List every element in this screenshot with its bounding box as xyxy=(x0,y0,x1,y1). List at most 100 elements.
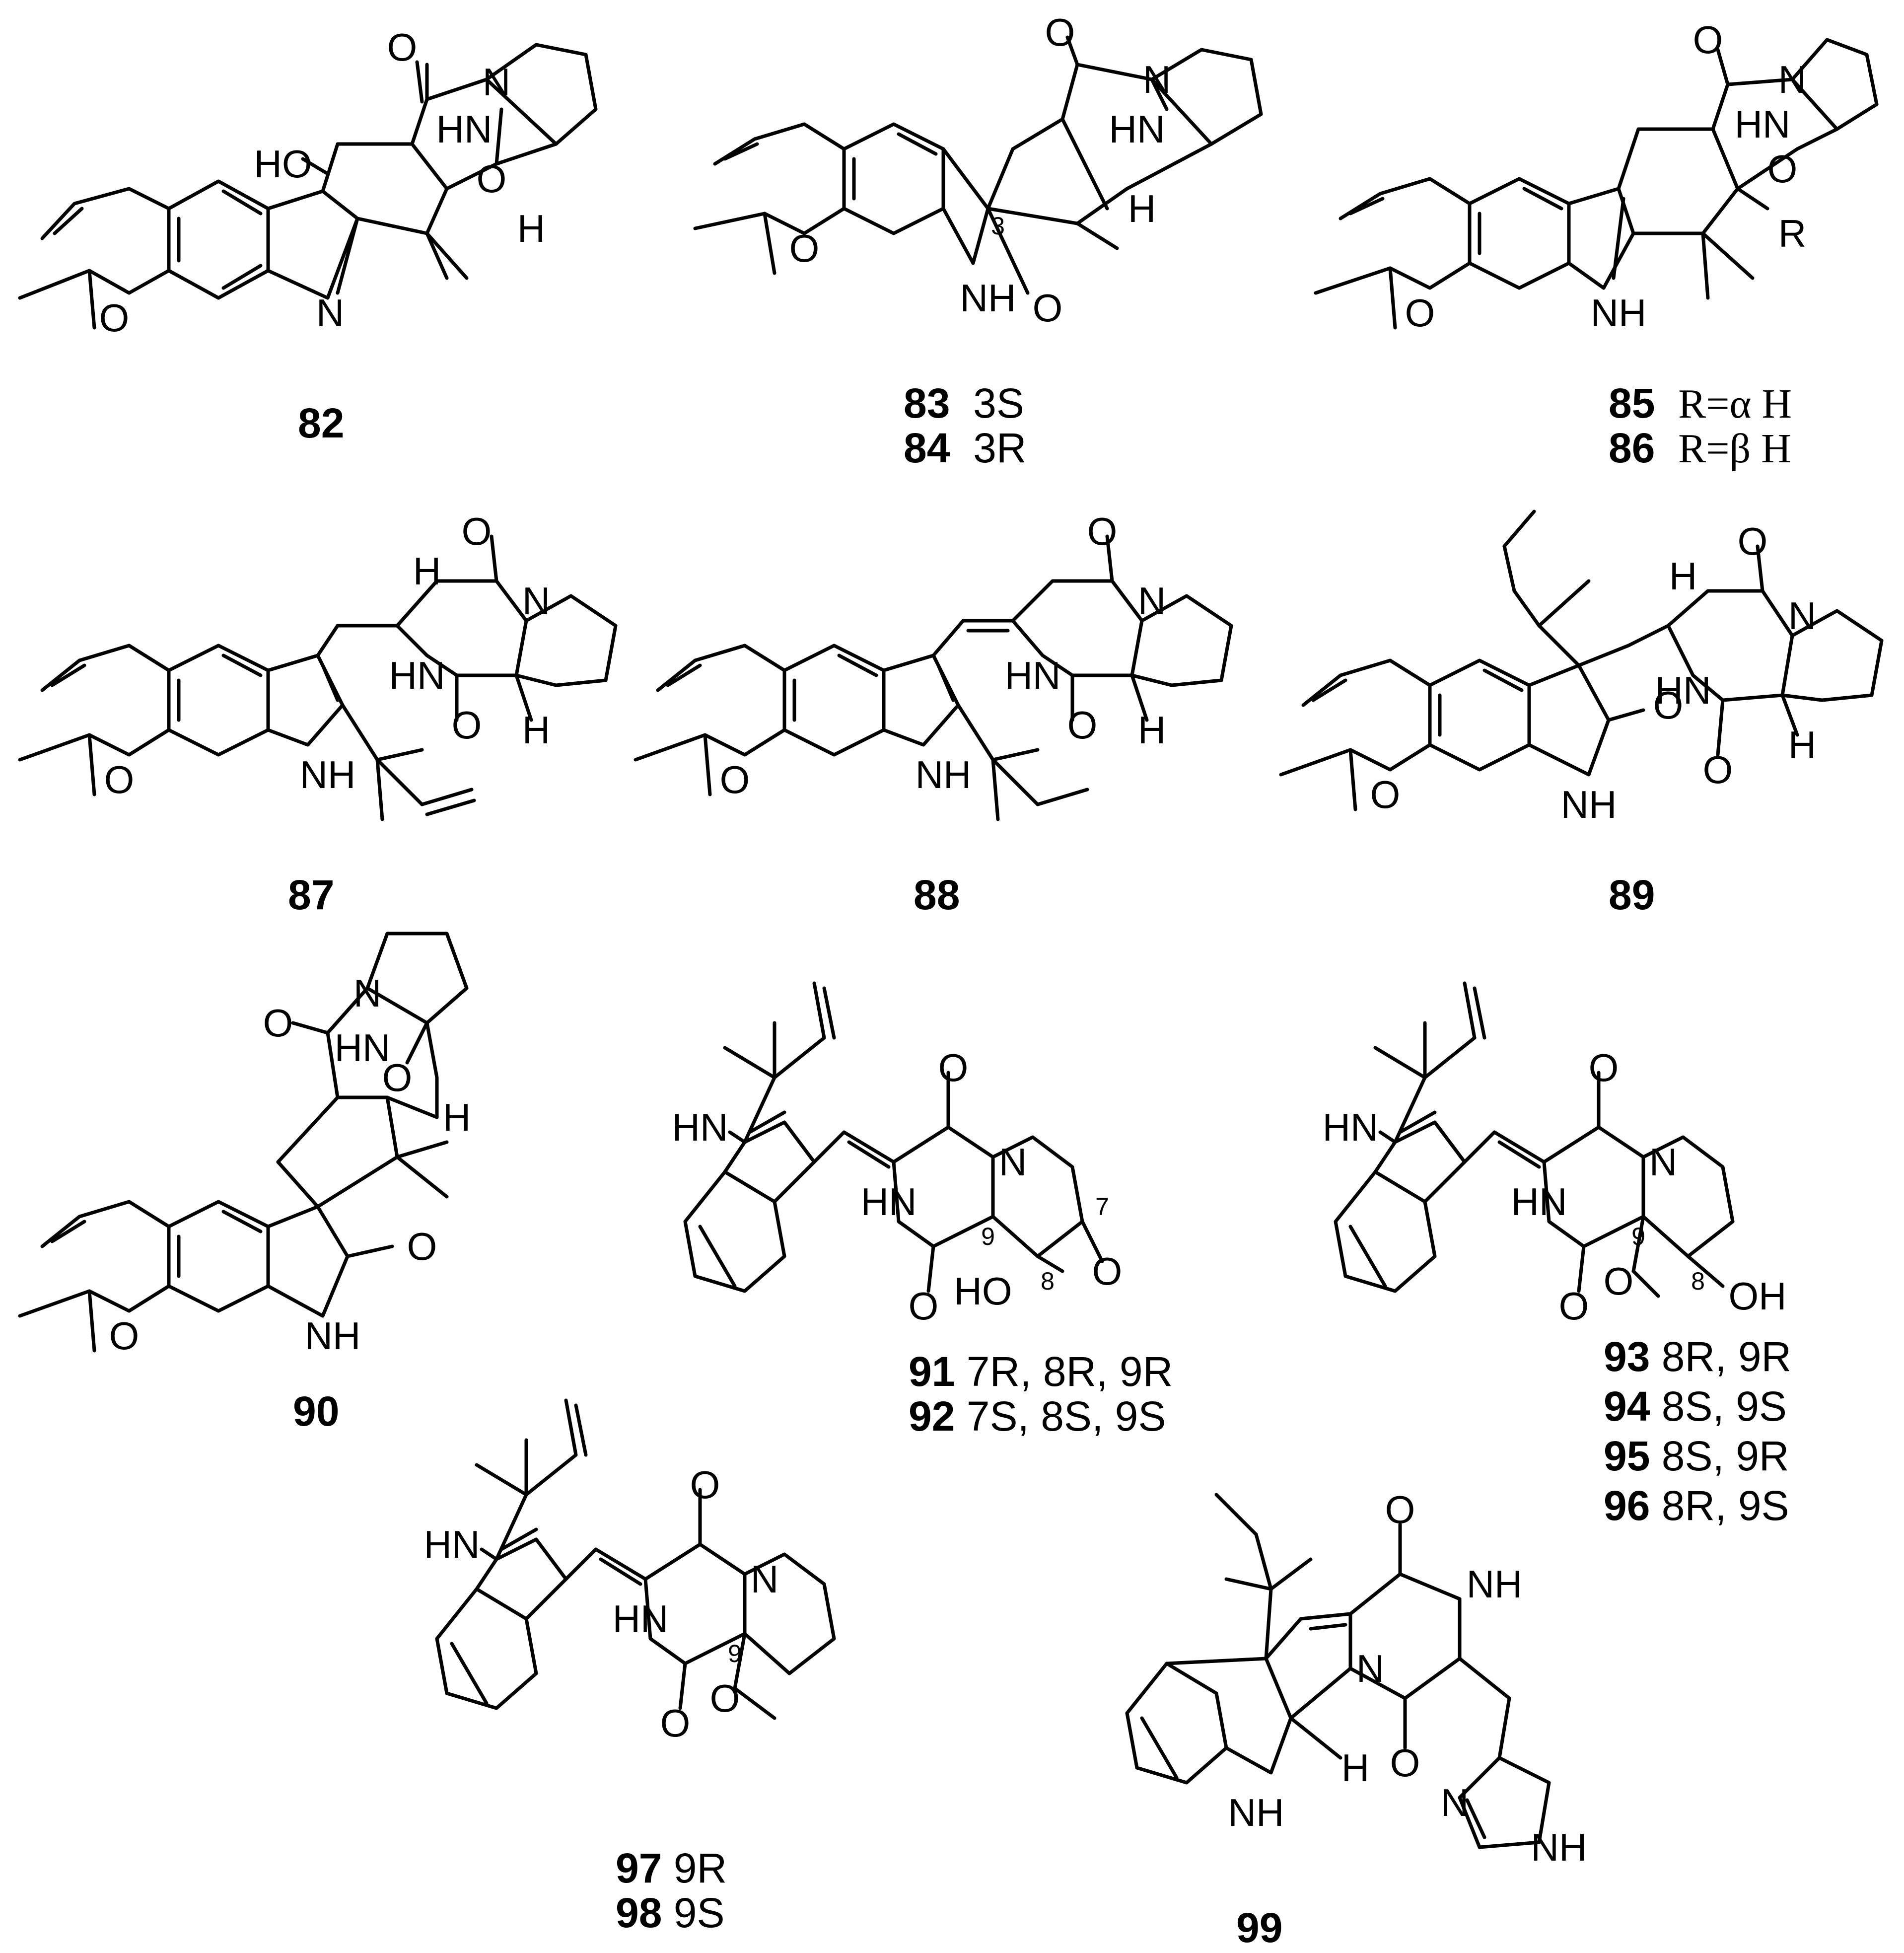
label-82: 82 xyxy=(298,400,345,446)
atom-O: O xyxy=(104,758,135,801)
atom-N: N xyxy=(316,291,344,335)
atom-O: O xyxy=(1092,1249,1123,1293)
atom-O: O xyxy=(1045,10,1075,54)
label-99: 99 xyxy=(1236,1904,1283,1951)
label-88: 88 xyxy=(914,871,960,918)
atom-HO: HO xyxy=(954,1269,1012,1313)
atom-NH: HN xyxy=(1655,668,1711,712)
atom-NH: NH xyxy=(1531,1825,1587,1869)
atom-O: O xyxy=(1033,286,1063,330)
atom-NH: NH xyxy=(300,753,356,796)
atom-O: O xyxy=(382,1056,413,1099)
label-98: 98 9S xyxy=(616,1889,725,1936)
structure-89: O NH O O N H HN O H xyxy=(1279,509,1884,826)
locant-8: 8 xyxy=(1041,1267,1055,1295)
atom-NH: NH xyxy=(1467,1562,1523,1606)
atom-N: N xyxy=(1138,579,1166,623)
label-93: 93 8R, 9R xyxy=(1604,1333,1792,1380)
atom-O: O xyxy=(387,25,418,69)
atom-NH: HN xyxy=(672,1105,728,1149)
atom-HO: HO xyxy=(254,142,312,186)
atom-O: O xyxy=(1653,683,1684,727)
label-90: 90 xyxy=(293,1388,340,1435)
atom-O: O xyxy=(720,758,750,801)
atom-O: O xyxy=(1559,1284,1589,1328)
atom-NH: HN xyxy=(613,1597,669,1641)
atom-NH: HN xyxy=(1005,653,1061,697)
atom-N: N xyxy=(1649,1140,1677,1184)
label-92: 92 7S, 8S, 9S xyxy=(909,1393,1166,1440)
locant-9: 9 xyxy=(1631,1223,1645,1250)
atom-H: H xyxy=(1341,1746,1369,1790)
atom-NH: NH xyxy=(1228,1791,1284,1834)
atom-O: O xyxy=(1767,147,1798,191)
atom-R: R xyxy=(1778,212,1806,255)
atom-N: N xyxy=(483,60,510,104)
atom-NH: NH xyxy=(1561,783,1617,826)
atom-O: O xyxy=(909,1284,939,1328)
atom-NH: HN xyxy=(1109,107,1165,151)
atom-N: N xyxy=(1143,58,1171,101)
atom-N: N xyxy=(1778,58,1806,101)
atom-H: H xyxy=(522,708,550,752)
atom-O: O xyxy=(477,157,507,201)
atom-H: H xyxy=(1669,554,1697,598)
atom-O: O xyxy=(263,1001,293,1045)
atom-O: O xyxy=(1087,509,1118,553)
atom-O: O xyxy=(789,226,820,270)
structure-87: O NH O N H HN O H xyxy=(18,509,618,821)
label-83: 83 3S xyxy=(904,380,1024,427)
structure-91-92: HN O N HN O HO O 9 8 7 xyxy=(672,981,1123,1328)
structure-82: O N HO O N HN O H xyxy=(18,25,598,340)
locant-3: 3 xyxy=(991,212,1005,240)
atom-O: O xyxy=(452,703,482,747)
atom-H: H xyxy=(517,207,545,250)
atom-NH: NH xyxy=(1591,291,1647,335)
atom-O: O xyxy=(1693,18,1723,62)
atom-O: O xyxy=(690,1463,720,1507)
atom-O: O xyxy=(109,1314,140,1358)
atom-O: O xyxy=(407,1225,437,1268)
atom-NH: HN xyxy=(1323,1105,1379,1149)
locant-9: 9 xyxy=(981,1223,995,1250)
label-87: 87 xyxy=(288,871,335,918)
label-84: 84 3R xyxy=(904,425,1027,471)
atom-NH: NH xyxy=(960,276,1016,320)
atom-O: O xyxy=(462,509,492,553)
atom-N: N xyxy=(522,579,550,623)
atom-H: H xyxy=(1128,187,1156,230)
atom-O: O xyxy=(99,296,130,340)
atom-O: O xyxy=(1604,1259,1634,1303)
atom-O: O xyxy=(1390,1741,1420,1785)
atom-O: O xyxy=(1067,703,1098,747)
atom-NH: HN xyxy=(436,107,493,151)
atom-O: O xyxy=(660,1701,691,1745)
structure-90: O NH O O N HN O H xyxy=(18,932,471,1358)
atom-O: O xyxy=(710,1676,740,1720)
atom-O: O xyxy=(1738,519,1768,563)
atom-NH: HN xyxy=(389,653,445,697)
atom-O: O xyxy=(1385,1488,1415,1531)
structure-97-98: HN O N HN O O 9 xyxy=(424,1398,836,1745)
atom-NH: NH xyxy=(305,1314,361,1358)
atom-NH: HN xyxy=(1735,102,1791,146)
label-91: 91 7R, 8R, 9R xyxy=(909,1348,1173,1395)
atom-H: H xyxy=(1138,708,1166,752)
atom-H: H xyxy=(443,1095,471,1139)
label-86: 86 R=β H xyxy=(1609,425,1791,472)
label-89: 89 xyxy=(1609,871,1655,918)
structure-93-96: HN O N HN O O OH 9 8 xyxy=(1323,981,1787,1328)
structure-85-86: O NH O N HN O R xyxy=(1314,18,1879,335)
atom-N: N xyxy=(1788,594,1816,638)
atom-N: N xyxy=(353,971,381,1015)
label-95: 95 8S, 9R xyxy=(1604,1433,1789,1479)
atom-NH: HN xyxy=(861,1180,917,1224)
atom-O: O xyxy=(1405,291,1435,335)
label-94: 94 8S, 9S xyxy=(1604,1383,1787,1430)
atom-O: O xyxy=(1370,773,1401,816)
atom-NH: HN xyxy=(424,1522,480,1566)
locant-7: 7 xyxy=(1095,1193,1109,1221)
atom-N: N xyxy=(751,1557,778,1601)
atom-O: O xyxy=(938,1046,969,1089)
label-96: 96 8R, 9S xyxy=(1604,1482,1789,1529)
